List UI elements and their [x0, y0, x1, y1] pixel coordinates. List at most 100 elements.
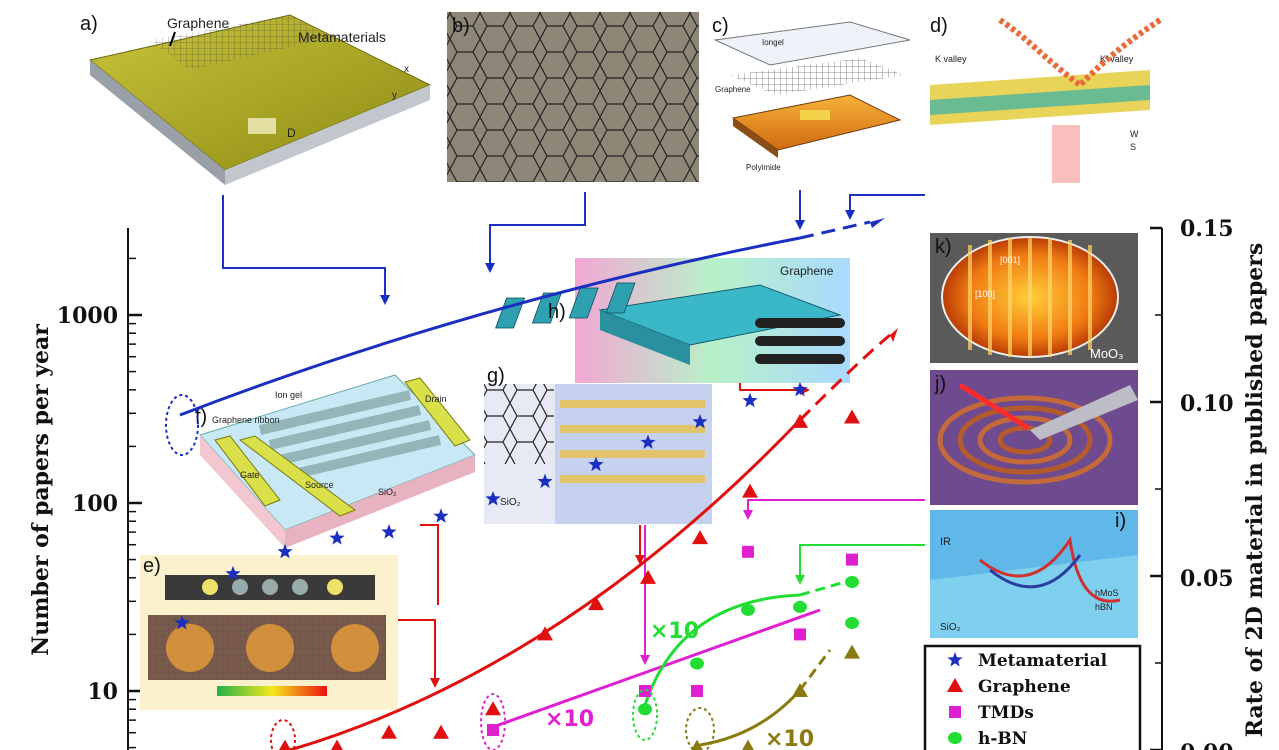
panel-a-d-label: D	[287, 126, 296, 140]
data-point-metamaterial	[277, 543, 293, 559]
data-point-graphene	[279, 739, 291, 750]
left-axis-ticks	[128, 257, 142, 749]
panel-d: d) K valley K' valley W S	[925, 12, 1162, 184]
data-point-metamaterial	[485, 491, 501, 506]
panel-b: b)	[447, 12, 699, 182]
series-start-ellipses	[165, 394, 715, 750]
y-tick-label-10: 10	[87, 679, 118, 705]
data-point-metamaterial	[225, 565, 241, 581]
panel-k-label: k)	[935, 236, 952, 258]
legend-marker-graphene	[947, 678, 963, 692]
data-point-metamaterial	[381, 524, 397, 539]
connector-arrows-inset	[398, 383, 925, 688]
panel-a-x-label: x	[404, 64, 409, 75]
data-point-metamaterial	[537, 473, 553, 489]
data-point-tmds	[742, 545, 754, 558]
annotation-x10-hbn: ×10	[650, 619, 699, 644]
data-point-h-bn	[845, 616, 859, 629]
y-right-axis-title: Rate of 2D material in published papers	[1242, 243, 1268, 738]
panel-f-source-label: Source	[305, 480, 334, 490]
panel-a: a) Graphene Metamaterials D x y	[80, 13, 432, 185]
panel-c-iongel-label: Iongel	[762, 38, 784, 47]
panel-k-dir-100: [100]	[975, 289, 995, 299]
data-point-graphene	[588, 596, 604, 611]
panel-d-label: d)	[930, 15, 948, 37]
trend-line-metamaterial-projection	[799, 220, 871, 240]
panel-j-label: j)	[934, 373, 946, 395]
data-point-graphene	[792, 413, 808, 428]
panel-f-sio2-label: SiO₂	[378, 487, 397, 497]
trend-arrowhead-metamaterial	[870, 218, 885, 228]
panel-e-label: e)	[143, 555, 161, 577]
legend: Metamaterial Graphene TMDs h-BN	[923, 644, 1142, 750]
data-point-graphene	[692, 530, 708, 545]
trend-line-olive-projection	[798, 649, 832, 691]
panel-i-hmos-label: hMoS	[1095, 588, 1119, 598]
y-right-tick-label-0.15: 0.15	[1180, 216, 1234, 242]
trend-line-hbn	[643, 593, 801, 706]
panel-c: c) Iongel Graphene Polyimide	[712, 15, 911, 172]
panel-a-graphene-label: Graphene	[167, 15, 229, 31]
legend-marker-metamaterial	[947, 652, 963, 667]
panel-c-label: c)	[712, 15, 729, 37]
data-point-tmds	[691, 685, 703, 697]
legend-label-metamaterial: Metamaterial	[978, 651, 1108, 671]
data-point-h-bn	[793, 600, 807, 613]
panel-f-drain-label: Drain	[425, 394, 447, 404]
y-axis-title: Number of papers per year	[28, 324, 54, 656]
trend-line-tmds	[492, 608, 821, 729]
panel-a-y-label: y	[392, 90, 397, 101]
data-point-series-4	[691, 739, 703, 750]
data-point-graphene	[844, 409, 860, 424]
data-point-tmds	[846, 553, 858, 566]
trend-lines	[179, 218, 898, 750]
panel-b-label: b)	[452, 15, 470, 37]
y-tick-label-1000: 1000	[57, 303, 118, 329]
trend-line-graphene-projection	[798, 333, 891, 422]
data-point-metamaterial	[174, 615, 190, 630]
panel-b-hexagon-lattice	[447, 12, 699, 182]
right-axis-ticks	[1150, 226, 1162, 750]
legend-marker-tmds	[949, 706, 961, 718]
panel-g-label: g)	[487, 365, 505, 387]
annotation-x10-tmds: ×10	[545, 707, 594, 732]
panel-a-label: a)	[80, 13, 98, 35]
panel-d-k-valley-label: K valley	[935, 54, 967, 64]
panel-j: j)	[930, 370, 1138, 505]
data-point-metamaterial	[588, 456, 604, 472]
panel-f: f) Ion gel Graphene ribbon Drain Gate So…	[195, 374, 476, 548]
data-point-series-4	[844, 644, 860, 659]
annotation-x10-olive: ×10	[765, 727, 814, 750]
data-point-graphene	[485, 701, 501, 716]
panel-a-metamaterials-label: Metamaterials	[298, 29, 386, 45]
panel-i-hbn-label: hBN	[1095, 602, 1113, 612]
y-right-tick-label-0.00: 0.00	[1180, 740, 1234, 750]
panel-d-w-label: W	[1130, 129, 1139, 139]
panel-f-ion-gel-label: Ion gel	[275, 390, 302, 400]
data-point-graphene	[381, 724, 397, 739]
y-right-tick-label-0.10: 0.10	[1180, 391, 1234, 417]
data-point-h-bn	[638, 703, 652, 716]
data-point-metamaterial	[692, 413, 708, 429]
panel-f-ribbon-label: Graphene ribbon	[212, 415, 280, 425]
data-point-series-4	[792, 683, 808, 697]
data-point-metamaterial	[742, 392, 758, 408]
data-point-graphene	[640, 569, 656, 584]
data-point-series-4	[742, 739, 754, 750]
data-point-tmds	[794, 628, 806, 641]
data-point-tmds	[639, 685, 651, 697]
panel-i-ir-label: IR	[940, 536, 951, 548]
legend-marker-hbn	[948, 732, 962, 744]
trend-line-graphene	[289, 418, 802, 750]
data-points	[174, 381, 860, 750]
data-point-h-bn	[690, 657, 704, 670]
panel-i-label: i)	[1115, 510, 1126, 532]
panel-h-graphene-label: Graphene	[780, 264, 834, 278]
legend-label-tmds: TMDs	[978, 703, 1034, 723]
data-point-h-bn	[845, 576, 859, 589]
y-right-tick-label-0.05: 0.05	[1180, 566, 1234, 592]
panel-i-sio2-label: SiO₂	[940, 622, 961, 633]
panel-h: h) Graphene	[495, 258, 850, 383]
panel-g: g) SiO₂	[484, 365, 712, 524]
data-point-metamaterial	[329, 530, 345, 545]
